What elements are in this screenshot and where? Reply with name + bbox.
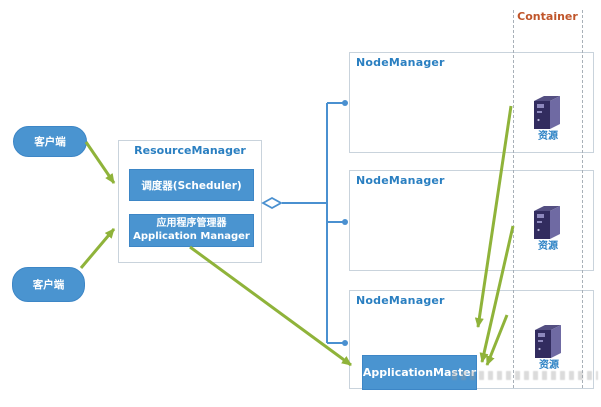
arrow-client2-to-rm — [79, 228, 116, 269]
application-master-node: ApplicationMaster — [362, 355, 477, 390]
arrow-client1-to-rm — [84, 141, 116, 184]
rm-to-nodemanagers-line — [282, 102, 343, 344]
arrow-appmanager-to-appmaster — [189, 245, 352, 367]
application-manager-label-en: Application Manager — [133, 230, 250, 242]
resource-label: 资源 — [538, 241, 558, 252]
application-manager-label-zh: 应用程序管理器 — [156, 218, 227, 229]
server-icon — [534, 96, 560, 129]
application-master-label: ApplicationMaster — [362, 366, 477, 379]
resource-label: 资源 — [538, 131, 558, 142]
resourcemanager-box: ResourceManager 调度器(Scheduler) 应用程序管理器 A… — [118, 140, 262, 263]
resource-server-3: 资源 — [532, 322, 566, 371]
scheduler-node: 调度器(Scheduler) — [129, 169, 254, 201]
branch-end-dot — [342, 219, 348, 225]
branch-end-dot — [342, 100, 348, 106]
client-label: 客户端 — [34, 136, 66, 148]
watermark — [452, 371, 598, 380]
aggregation-diamond — [261, 196, 283, 210]
resource-server-2: 资源 — [531, 203, 565, 252]
server-icon — [534, 206, 560, 239]
client-node-2: 客户端 — [12, 267, 85, 302]
client-node-1: 客户端 — [13, 126, 87, 157]
client-label: 客户端 — [32, 279, 65, 291]
scheduler-label: 调度器(Scheduler) — [141, 179, 242, 192]
branch-end-dot — [342, 340, 348, 346]
nodemanager-title: NodeManager — [356, 294, 445, 307]
container-label: Container — [517, 10, 578, 23]
resource-server-1: 资源 — [531, 93, 565, 142]
container-dashed-line-left — [513, 10, 514, 388]
nodemanager-title: NodeManager — [356, 56, 445, 69]
application-manager-node: 应用程序管理器 Application Manager — [129, 214, 254, 247]
server-icon — [535, 325, 561, 358]
resource-label: 资源 — [539, 360, 559, 371]
nodemanager-title: NodeManager — [356, 174, 445, 187]
container-dashed-line-right — [582, 10, 583, 388]
resourcemanager-title: ResourceManager — [134, 144, 246, 157]
